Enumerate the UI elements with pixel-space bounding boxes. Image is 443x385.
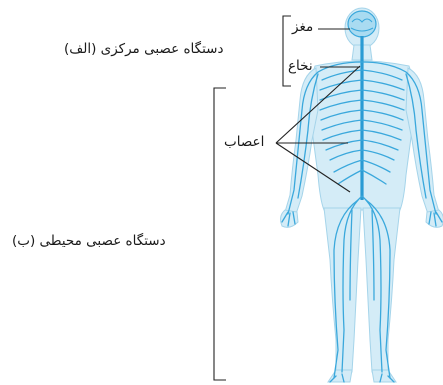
brain-shape bbox=[348, 11, 376, 37]
spinal-cord-label: نخاع bbox=[288, 60, 313, 74]
pns-bracket bbox=[214, 88, 226, 380]
nerves-label: اعصاب bbox=[224, 136, 264, 150]
cns-bracket bbox=[283, 16, 291, 86]
pns-label: دستگاه عصبی محیطی (ب) bbox=[12, 235, 166, 249]
brain-label: مغز bbox=[292, 21, 313, 35]
cns-label: دستگاه عصبی مرکزی (الف) bbox=[64, 43, 224, 57]
